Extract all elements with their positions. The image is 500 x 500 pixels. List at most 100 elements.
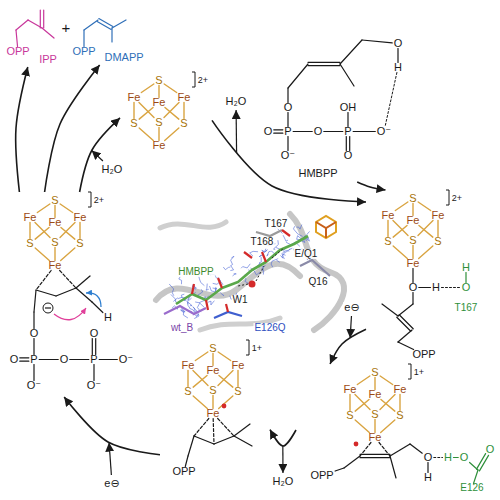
residue-label: Q16 <box>308 277 329 287</box>
atom-label: Fe <box>407 258 420 269</box>
text-anchor: T167 <box>455 298 478 314</box>
text-anchor: O⁻ <box>119 350 133 366</box>
text-anchor: S <box>209 381 216 397</box>
text-anchor: DMAPP <box>104 48 143 64</box>
text-anchor: H <box>444 448 452 464</box>
atom-label: S <box>371 367 378 378</box>
text-anchor: S <box>155 113 162 129</box>
bond-line <box>43 10 44 28</box>
text-anchor: HMBPP <box>298 164 337 180</box>
structure-label: O <box>424 452 433 463</box>
density-mesh <box>233 274 237 276</box>
cluster-intermediate: SFeFeFeSSSFe2+ <box>120 70 212 154</box>
density-mesh <box>293 226 302 236</box>
atom-label: Fe <box>153 140 166 151</box>
density-mesh <box>188 302 190 308</box>
text-anchor: S <box>209 339 216 355</box>
density-mesh <box>169 284 174 296</box>
bond-line <box>234 436 252 446</box>
text-anchor: Fe <box>407 211 420 227</box>
reaction-arrow <box>16 67 28 192</box>
atom-label: Fe <box>49 260 62 271</box>
bond-line <box>340 40 362 64</box>
text-anchor: O <box>424 448 433 464</box>
protein-ribbon <box>160 222 226 228</box>
text-anchor: 1+ <box>252 338 262 354</box>
bond-line <box>237 371 238 387</box>
electron-label: e⊖ <box>343 302 360 313</box>
text-anchor: O <box>460 448 469 464</box>
bond-line <box>37 204 49 212</box>
cluster-intermediate: SFeFeFeSSSFe1+OPP <box>160 340 270 480</box>
water-sphere <box>249 281 256 288</box>
density-mesh <box>297 225 302 230</box>
label-anchor: E/Q1 <box>294 244 319 260</box>
text-anchor: O <box>486 440 495 456</box>
density-mesh <box>220 292 224 295</box>
bond-line <box>40 10 41 28</box>
structure-label: T167 <box>455 303 478 313</box>
product-structure: OPPDMAPP <box>70 6 146 65</box>
bond-line <box>274 129 283 130</box>
density-mesh <box>181 294 185 298</box>
bond-line <box>29 223 30 239</box>
label-anchor: E126Q <box>253 318 286 334</box>
atom-label: Fe <box>182 360 195 371</box>
atom-label: S <box>434 236 441 247</box>
structure-label: H <box>462 262 470 273</box>
electron-push-arrow <box>86 293 101 307</box>
structure-label: H <box>104 312 112 323</box>
bond-line <box>398 304 413 316</box>
bond-line <box>474 470 479 484</box>
structure-label: O <box>394 38 403 49</box>
bond-line <box>385 73 397 127</box>
electron-push-arrow <box>54 308 86 320</box>
reaction-arrow <box>270 430 296 446</box>
structure-label: O <box>460 452 469 463</box>
bond-line <box>349 395 350 411</box>
bond-line <box>36 271 51 291</box>
bond-line <box>434 457 443 458</box>
water-label: H₂O <box>225 96 248 107</box>
text-anchor: O <box>60 350 69 366</box>
bond-line <box>33 365 34 381</box>
water-site-label: W1 <box>232 295 249 305</box>
atom-label: Fe <box>344 384 357 395</box>
text-anchor: OPP <box>172 462 195 478</box>
text-anchor: O <box>10 350 19 366</box>
bond-line <box>380 395 395 410</box>
structure-label: O⁻ <box>281 150 295 161</box>
text-anchor: Fe <box>232 356 245 372</box>
text-anchor: Fe <box>207 361 220 377</box>
bond-line <box>194 436 214 444</box>
chain-label: wt_B <box>170 323 194 333</box>
atom-label: Fe <box>207 365 220 376</box>
structure-label: O⁻ <box>377 126 391 137</box>
text-anchor: H <box>424 468 432 484</box>
bond-line <box>419 226 433 238</box>
text-anchor: Fe <box>128 88 141 104</box>
bond-line <box>287 88 288 103</box>
bond-line <box>141 84 153 92</box>
structure-label: O⁻ <box>119 354 133 365</box>
bond-line <box>76 276 90 288</box>
bond-line <box>158 128 159 141</box>
structure-label: P <box>284 126 291 137</box>
structure-label: HMBPP <box>298 168 337 179</box>
bond-line <box>437 221 438 237</box>
atom-label: S <box>155 75 162 86</box>
atom-label: S <box>180 118 187 129</box>
atom-label: Fe <box>128 92 141 103</box>
label-anchor: H₂O <box>225 92 248 108</box>
text-anchor: O <box>344 146 353 162</box>
text-anchor: H <box>104 308 112 324</box>
bond-line <box>393 221 408 236</box>
bond-line <box>293 131 312 132</box>
side-arrow <box>350 316 351 338</box>
bond-line <box>95 339 96 355</box>
mutant-label: E126Q <box>253 323 286 333</box>
bond-line <box>133 103 134 119</box>
cluster-intermediate: SFeFeFeSSSFe2+OHOHT167OPP <box>366 190 496 362</box>
bond-line <box>419 246 433 258</box>
structure-label: P <box>344 126 351 137</box>
